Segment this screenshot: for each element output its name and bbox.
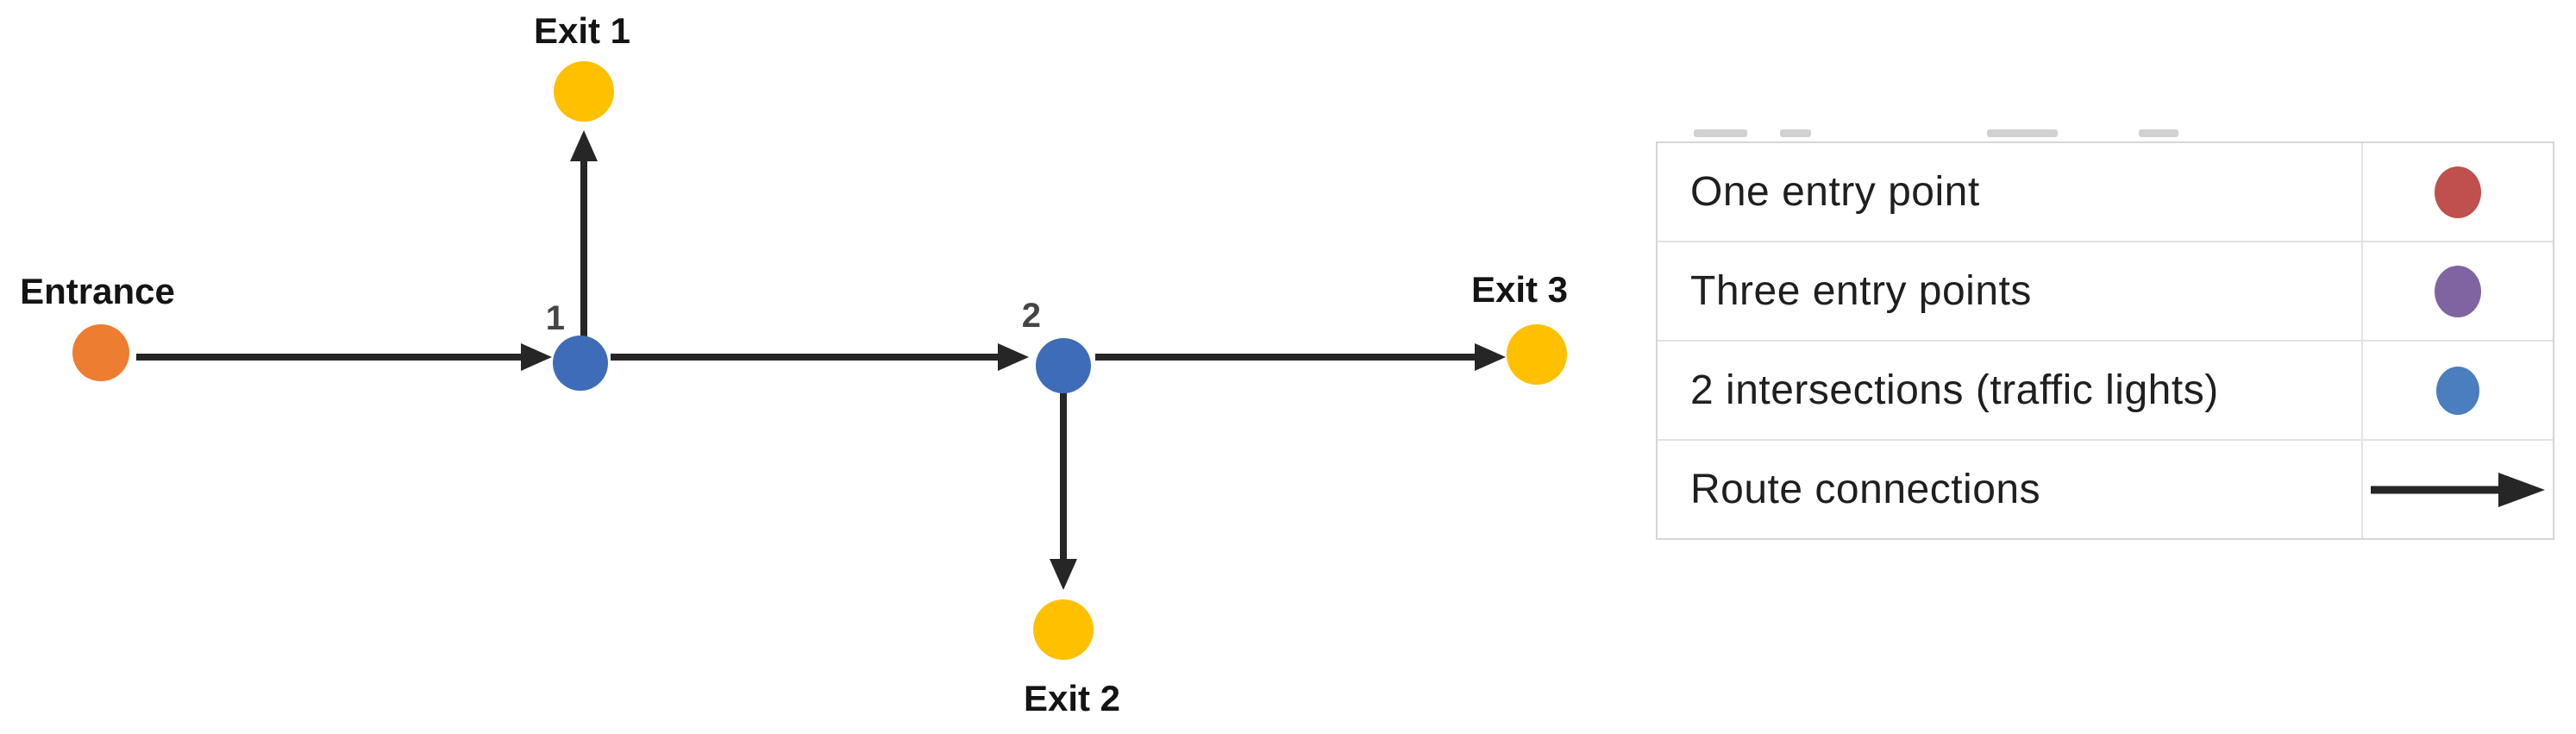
legend-label: 2 intersections (traffic lights) <box>1658 342 2363 439</box>
intersection-2-node <box>1036 338 1091 393</box>
cropped-row-remnant <box>1694 129 1747 137</box>
route-arrow-int2-to-exit3 <box>1095 343 1506 371</box>
exit-3-label: Exit 3 <box>1471 269 1568 310</box>
route-arrow-int2-to-exit2 <box>1050 390 1077 590</box>
legend-label: Three entry points <box>1658 242 2363 340</box>
arrowhead-icon <box>998 343 1029 371</box>
legend-row-intersections: 2 intersections (traffic lights) <box>1658 342 2553 441</box>
route-arrow-int1-to-int2 <box>611 343 1029 371</box>
purple-dot-icon <box>2435 265 2481 317</box>
legend-label: One entry point <box>1658 143 2363 241</box>
blue-dot-icon <box>2436 366 2479 415</box>
intersection-1-number: 1 <box>546 299 565 337</box>
arrowhead-icon <box>1475 343 1506 371</box>
route-arrow-int1-to-exit1 <box>570 130 598 336</box>
exit-3-node <box>1507 324 1567 385</box>
arrowhead-icon <box>570 130 598 161</box>
route-arrow-icon <box>2371 472 2545 507</box>
legend-row-three-entry-points: Three entry points <box>1658 242 2553 342</box>
entrance-node <box>72 324 129 381</box>
arrowhead-icon <box>521 343 552 371</box>
legend-row-one-entry-point: One entry point <box>1658 143 2553 242</box>
exit-1-label: Exit 1 <box>534 10 630 51</box>
exit-1-node <box>554 61 614 122</box>
cropped-row-remnant <box>1987 129 2058 137</box>
intersection-1-node <box>553 336 608 391</box>
entrance-label: Entrance <box>20 271 175 311</box>
cropped-row-remnant <box>1780 129 1811 137</box>
route-arrow-entrance-to-int1 <box>136 343 552 371</box>
exit-2-label: Exit 2 <box>1024 678 1120 718</box>
legend-table: One entry point Three entry points 2 int… <box>1656 129 2554 540</box>
intersection-2-number: 2 <box>1022 297 1041 335</box>
legend-row-route-connections: Route connections <box>1658 441 2553 538</box>
arrowhead-icon <box>1050 559 1077 590</box>
legend-label: Route connections <box>1658 441 2363 538</box>
red-dot-icon <box>2435 166 2481 218</box>
cropped-row-remnant <box>2139 129 2178 137</box>
exit-2-node <box>1033 599 1094 660</box>
